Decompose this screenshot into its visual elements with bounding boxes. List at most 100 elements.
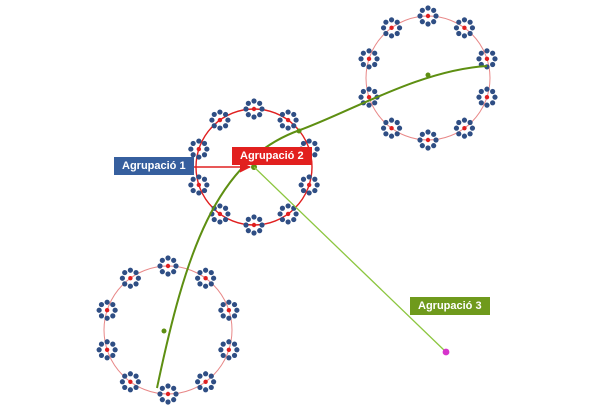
group-middle-cluster-node bbox=[211, 111, 217, 118]
group-middle-cluster-node bbox=[217, 125, 223, 131]
group-top-right-cluster-node bbox=[492, 56, 498, 62]
group-top-right-cluster-node bbox=[383, 30, 389, 37]
group-top-right-cluster-center bbox=[389, 25, 394, 31]
group-top-right-cluster-node bbox=[469, 25, 476, 31]
group-bottom-left-cluster-node bbox=[165, 383, 171, 389]
group-top-right-cluster-node bbox=[388, 17, 395, 23]
group-top-right-cluster-node bbox=[360, 61, 366, 68]
group-top-right-cluster-center bbox=[366, 94, 372, 100]
group-bottom-left-cluster-node bbox=[104, 299, 110, 305]
group-top-right-cluster-node bbox=[476, 94, 482, 100]
group-middle-cluster-node bbox=[312, 152, 318, 158]
group-top-right-cluster-node bbox=[419, 19, 425, 25]
group1-label: Agrupació 1 bbox=[114, 157, 194, 175]
group-middle-cluster-node bbox=[279, 123, 286, 129]
group-top-right-cluster-node bbox=[425, 5, 431, 11]
group-bottom-left-cluster-node bbox=[171, 385, 177, 391]
group-middle-cluster-node bbox=[225, 211, 231, 217]
group-top-right-cluster-node bbox=[453, 125, 460, 131]
group-bottom-left-cluster-node bbox=[234, 307, 240, 313]
group-top-right-cluster-node bbox=[394, 30, 400, 37]
group-bottom-left-cluster-node bbox=[110, 352, 116, 359]
group-bottom-left-cluster-node bbox=[203, 387, 209, 393]
group-bottom-left-cluster-node bbox=[159, 257, 165, 263]
group-top-right-cluster-center bbox=[366, 56, 372, 62]
group-top-right-cluster-node bbox=[469, 125, 476, 131]
group-bottom-left-cluster-node bbox=[127, 283, 133, 289]
group-top-right-cluster-node bbox=[380, 25, 387, 31]
group-middle-cluster-node bbox=[201, 176, 208, 182]
group-top-right-cluster-node bbox=[388, 133, 395, 139]
group-middle-cluster-node bbox=[196, 190, 202, 196]
group-middle-cluster-node bbox=[259, 222, 265, 228]
group-bottom-left-cluster-node bbox=[218, 307, 224, 313]
trajectory-path bbox=[156, 65, 488, 389]
group-bottom-left-cluster-center bbox=[104, 347, 110, 352]
group-middle-cluster-node bbox=[190, 187, 196, 194]
group3-endpoint bbox=[442, 348, 450, 356]
group-top-right-cluster-node bbox=[358, 56, 364, 62]
group-top-right-cluster-node bbox=[431, 131, 437, 137]
group-top-right-cluster-node bbox=[490, 88, 496, 95]
group-top-right-cluster-node bbox=[490, 61, 496, 68]
group-top-right-cluster-node bbox=[383, 19, 389, 25]
group-middle-cluster-node bbox=[312, 140, 318, 147]
group-middle-cluster-node bbox=[277, 117, 283, 123]
group-top-right-cluster-node bbox=[388, 117, 395, 123]
group-top-right-cluster-node bbox=[453, 25, 460, 31]
group-middle-cluster-node bbox=[306, 174, 312, 180]
group-middle-cluster-node bbox=[188, 182, 194, 188]
group-bottom-left-cluster-node bbox=[197, 373, 203, 379]
group-bottom-left-cluster-node bbox=[208, 281, 214, 287]
group-bottom-left-cluster-node bbox=[220, 301, 226, 308]
group-bottom-left-cluster-node bbox=[234, 347, 240, 353]
group-bottom-left-cluster-node bbox=[171, 397, 177, 403]
group-bottom-left-cluster-node bbox=[104, 339, 110, 345]
group-top-right-cluster-node bbox=[419, 131, 425, 137]
group-bottom-left-cluster-node bbox=[119, 379, 125, 385]
group-bottom-left-cluster-node bbox=[211, 379, 217, 385]
group-middle-cluster-node bbox=[204, 182, 210, 188]
group-bottom-left-cluster-node bbox=[98, 301, 105, 308]
group-middle-cluster-node bbox=[259, 106, 265, 112]
group-bottom-left-cluster-node bbox=[96, 347, 102, 353]
group-bottom-left-cluster-node bbox=[208, 269, 214, 276]
group-bottom-left-cluster-node bbox=[98, 352, 105, 359]
group-bottom-left-cluster-node bbox=[231, 352, 238, 359]
group-top-right-cluster-node bbox=[431, 143, 437, 149]
group-middle-cluster-node bbox=[291, 123, 297, 129]
group-middle-cluster-node bbox=[245, 100, 251, 106]
group-top-right-cluster-node bbox=[388, 33, 395, 39]
group-top-right-cluster-node bbox=[456, 30, 462, 37]
group-bottom-left-cluster-node bbox=[157, 263, 163, 269]
group-middle-cluster-node bbox=[225, 117, 231, 123]
group-bottom-left-cluster-node bbox=[110, 301, 116, 308]
group-bottom-left-cluster-node bbox=[231, 301, 238, 308]
group-bottom-left-cluster-node bbox=[220, 313, 226, 319]
group-top-right-cluster-node bbox=[456, 119, 462, 126]
group-top-right-cluster-node bbox=[419, 143, 425, 149]
group-middle-cluster-node bbox=[291, 216, 297, 223]
group-top-right-cluster-node bbox=[478, 100, 484, 106]
group-top-right-cluster-center bbox=[462, 125, 467, 131]
group-top-right-cluster-node bbox=[478, 88, 484, 95]
group-middle-cluster-node bbox=[190, 176, 196, 182]
group-bottom-left-cluster-node bbox=[197, 384, 203, 391]
group-bottom-left-cluster-node bbox=[195, 275, 201, 281]
group-middle-cluster-node bbox=[257, 100, 263, 106]
group-top-right-cluster-node bbox=[360, 50, 366, 56]
group-top-right-cluster-node bbox=[461, 33, 468, 39]
group-middle-cluster-node bbox=[285, 219, 291, 225]
group-bottom-left-cluster-node bbox=[203, 283, 209, 289]
group-middle-cluster-node bbox=[196, 138, 202, 144]
group-middle-cluster-node bbox=[257, 112, 263, 118]
group-bottom-left-cluster-node bbox=[173, 391, 179, 397]
group-bottom-left-cluster-node bbox=[119, 275, 125, 281]
group-top-right-cluster-node bbox=[425, 129, 431, 135]
group-middle-cluster-node bbox=[190, 140, 196, 147]
group-middle-cluster-node bbox=[217, 219, 223, 225]
group-middle-cluster-node bbox=[300, 187, 307, 194]
group-middle-cluster-node bbox=[293, 211, 299, 217]
group-top-right-cluster-node bbox=[366, 86, 372, 92]
group-top-right-cluster-node bbox=[358, 94, 364, 100]
